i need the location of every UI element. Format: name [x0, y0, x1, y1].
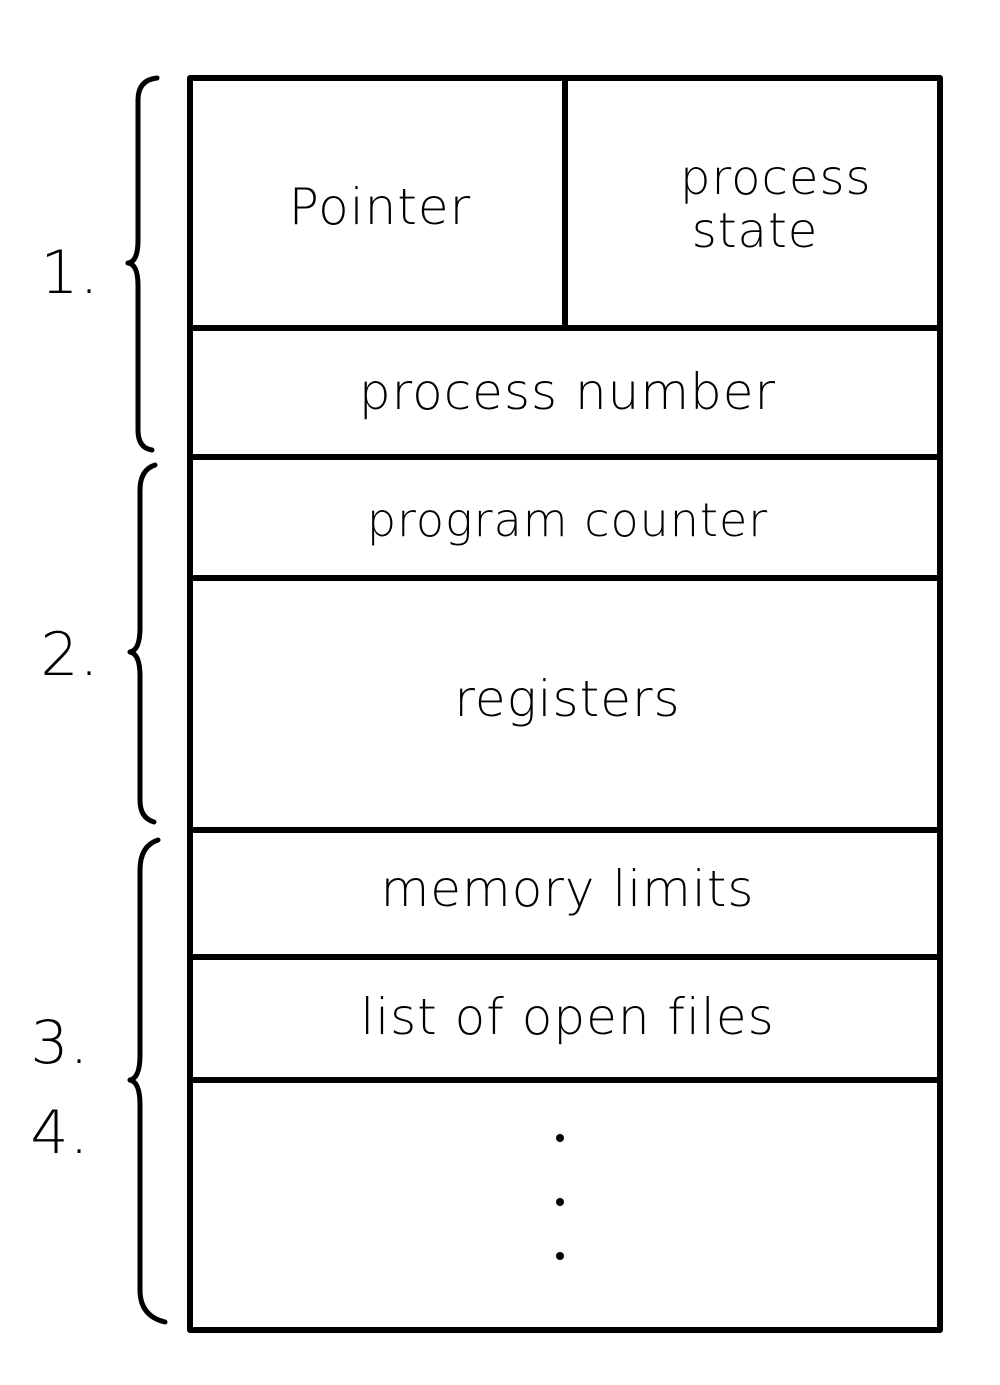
cell-open-files: list of open files [360, 988, 775, 1046]
ellipsis-dots [540, 1120, 580, 1280]
cell-process-state: process state [680, 150, 872, 259]
group-label-3: 3. [30, 1008, 90, 1078]
cell-program-counter: program counter [366, 493, 769, 547]
brace-group-3-4 [127, 837, 168, 1325]
brace-group-1 [125, 75, 160, 453]
cell-process-number: process number [358, 363, 777, 421]
ellipsis-dot [556, 1198, 564, 1206]
pcb-outer-box [187, 75, 943, 1333]
ellipsis-dot [556, 1134, 564, 1142]
cell-memory-limits: memory limits [380, 860, 755, 918]
ellipsis-dot [556, 1252, 564, 1260]
group-label-4: 4. [30, 1098, 90, 1168]
group-label-2: 2. [40, 620, 100, 690]
group-label-1: 1. [40, 238, 100, 308]
brace-group-2 [127, 462, 158, 825]
cell-registers: registers [454, 670, 681, 728]
cell-pointer: Pointer [288, 178, 472, 236]
